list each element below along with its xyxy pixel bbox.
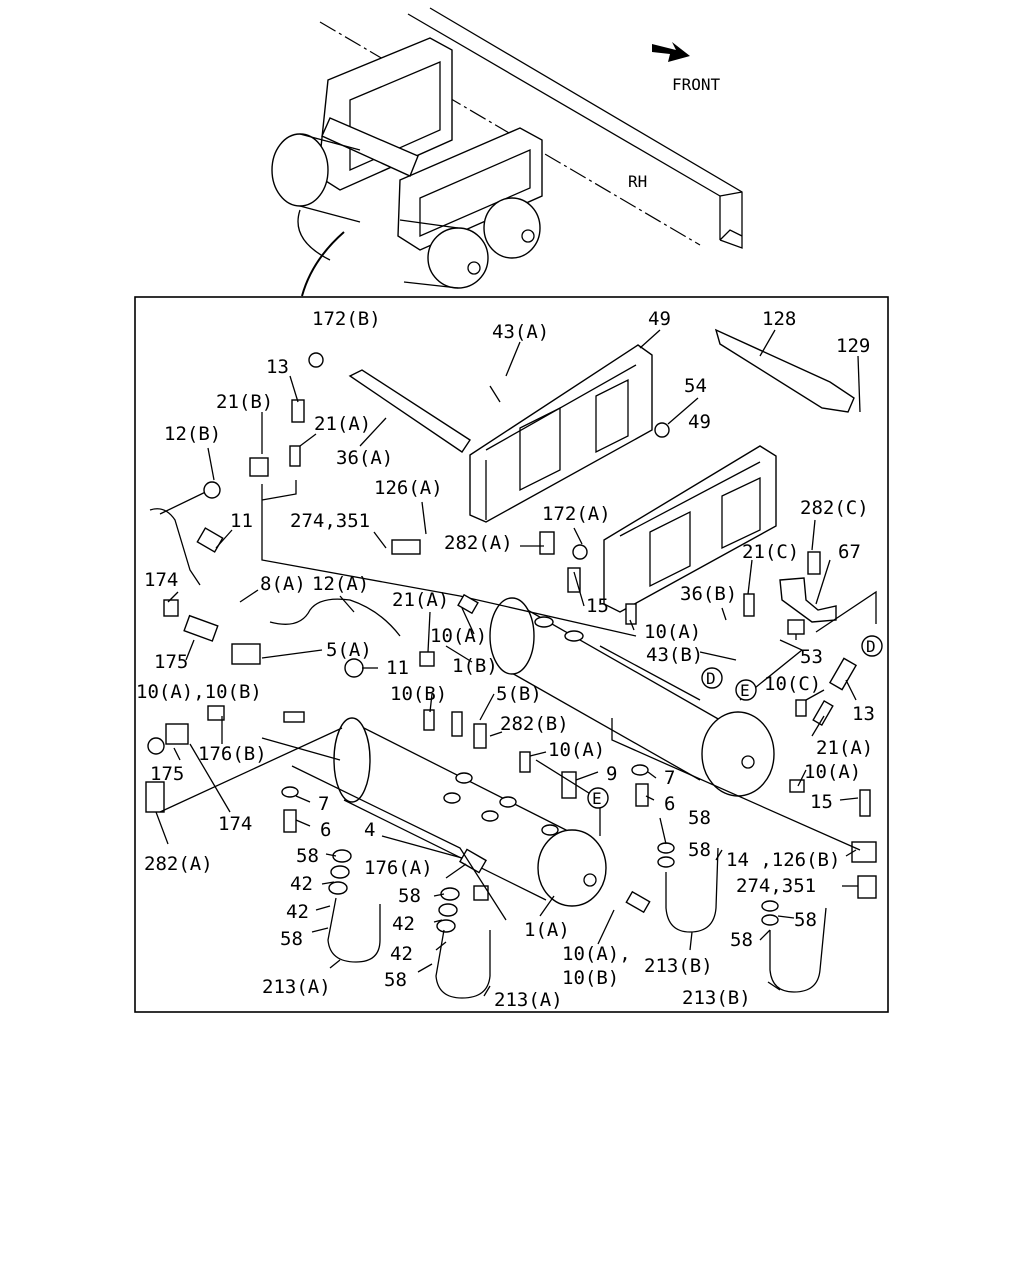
callout-49-right: 49 (688, 411, 711, 433)
callout-42-d: 42 (390, 943, 413, 965)
callout-7-right: 7 (664, 767, 675, 789)
callout-10a-10b-left: 10(A),10(B) (136, 681, 262, 703)
callout-7-left: 7 (318, 793, 329, 815)
callout-4: 4 (364, 819, 375, 841)
rh-label: RH (628, 172, 647, 191)
callout-282c: 282(C) (800, 497, 869, 519)
callout-282b: 282(B) (500, 713, 569, 735)
callout-15-right: 15 (810, 791, 833, 813)
callout-1b: 1(B) (452, 655, 498, 677)
callout-5b: 5(B) (496, 683, 542, 705)
callout-213a-a: 213(A) (262, 976, 331, 998)
callout-10a-right2: 10(A) (804, 761, 861, 783)
callout-21c: 21(C) (742, 541, 799, 563)
callout-282a-bottom: 282(A) (144, 853, 213, 875)
callout-42-a: 42 (290, 873, 313, 895)
callout-1a: 1(A) (524, 919, 570, 941)
callout-274-351-top: 274,351 (290, 510, 370, 532)
callout-12a: 12(A) (312, 573, 369, 595)
callout-5a: 5(A) (326, 639, 372, 661)
callout-21a-top: 21(A) (314, 413, 371, 435)
callout-36b: 36(B) (680, 583, 737, 605)
callout-58-a: 58 (688, 807, 711, 829)
callout-58-h: 58 (384, 969, 407, 991)
callout-274-351-bottom: 274,351 (736, 875, 816, 897)
callout-labels: 172(B) 43(A) 49 128 129 13 21(B) 21(A) 1… (136, 308, 875, 1011)
callout-21b: 21(B) (216, 391, 273, 413)
callout-42-b: 42 (286, 901, 309, 923)
callout-8a: 8(A) (260, 573, 306, 595)
callout-176b: 176(B) (198, 743, 267, 765)
callout-174-bottom: 174 (218, 813, 252, 835)
callout-12b: 12(B) (164, 423, 221, 445)
callout-128: 128 (762, 308, 796, 330)
callout-58-e: 58 (794, 909, 817, 931)
callout-10a-low: 10(A) (548, 739, 605, 761)
callout-9: 9 (606, 763, 617, 785)
overview-illustration: FRONT RH (271, 7, 743, 297)
callout-6-left: 6 (320, 819, 331, 841)
callout-54: 54 (684, 375, 707, 397)
callout-58-b: 58 (296, 845, 319, 867)
callout-13-right: 13 (852, 703, 875, 725)
callout-58-c: 58 (688, 839, 711, 861)
leader-lines (155, 329, 861, 997)
callout-67: 67 (838, 541, 861, 563)
callout-175-bottom: 175 (150, 763, 184, 785)
callout-13-top: 13 (266, 356, 289, 378)
callout-282a-top: 282(A) (444, 532, 513, 554)
callout-126a: 126(A) (374, 477, 443, 499)
callout-15-top: 15 (586, 595, 609, 617)
detail-frame (134, 296, 889, 1013)
callout-213b-b: 213(B) (682, 987, 751, 1009)
callout-49-left: 49 (648, 308, 671, 330)
callout-10a-right: 10(A) (644, 621, 701, 643)
front-label: FRONT (672, 75, 721, 94)
callout-172b: 172(B) (312, 308, 381, 330)
callout-6-right: 6 (664, 793, 675, 815)
callout-213a-b: 213(A) (494, 989, 563, 1011)
callout-53: 53 (800, 646, 823, 668)
callout-21a-mid: 21(A) (392, 589, 449, 611)
callout-43a: 43(A) (492, 321, 549, 343)
callout-58-f: 58 (280, 928, 303, 950)
marker-e-2: E (592, 789, 602, 808)
callout-129: 129 (836, 335, 870, 357)
marker-d: D (866, 637, 876, 656)
callout-58-g: 58 (730, 929, 753, 951)
callout-11-top: 11 (230, 510, 253, 532)
callout-10b-mid: 10(B) (390, 683, 447, 705)
callout-172a: 172(A) (542, 503, 611, 525)
callout-10b-bottom: 10(B) (562, 967, 619, 989)
callout-175-top: 175 (154, 651, 188, 673)
callout-14-126b: 14 ,126(B) (726, 849, 840, 871)
callout-43b: 43(B) (646, 644, 703, 666)
callout-174-top: 174 (144, 569, 178, 591)
callout-42-c: 42 (392, 913, 415, 935)
callout-21a-low: 21(A) (816, 737, 873, 759)
callout-10a-mid: 10(A) (430, 625, 487, 647)
callout-58-d: 58 (398, 885, 421, 907)
callout-176a: 176(A) (364, 857, 433, 879)
parts-drawing: D D E E (145, 328, 883, 999)
callout-10c: 10(C) (764, 673, 821, 695)
callout-10a-bottom: 10(A), (562, 943, 631, 965)
callout-36a: 36(A) (336, 447, 393, 469)
marker-e: E (740, 681, 750, 700)
front-arrow-icon (652, 42, 690, 62)
marker-d-2: D (706, 669, 716, 688)
callout-213b-a: 213(B) (644, 955, 713, 977)
callout-11-mid: 11 (386, 657, 409, 679)
